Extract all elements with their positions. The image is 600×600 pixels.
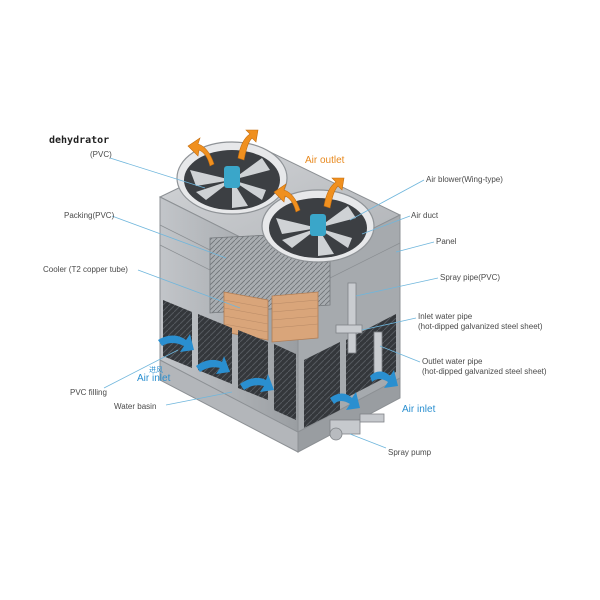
- label-packing: Packing(PVC): [64, 211, 115, 220]
- label-outlet-pipe-sub: (hot-dipped galvanized steel sheet): [422, 367, 547, 376]
- label-air-inlet-cn: 进风: [149, 367, 163, 374]
- air-outlet-arrow: [237, 129, 259, 161]
- air-outlet-arrow: [187, 137, 215, 167]
- label-water-basin: Water basin: [114, 402, 157, 411]
- leader-cooler: [137, 269, 241, 309]
- air-inlet-arrow: [370, 370, 398, 388]
- outlet-water-pipe: [373, 331, 383, 379]
- leader-water-basin: [165, 391, 233, 406]
- inlet-water-pipe: [335, 324, 363, 334]
- air-outlet-arrows: [187, 129, 345, 213]
- spray-pipe: [347, 282, 357, 354]
- leader-dehydrator: [109, 157, 206, 189]
- leader-outlet-pipe: [379, 345, 421, 363]
- air-outlet-arrow: [323, 177, 345, 209]
- pvc-filling-louver-5: [304, 342, 340, 428]
- label-air-duct: Air duct: [411, 211, 439, 220]
- leader-air-blower: [349, 179, 425, 221]
- leader-air-duct: [361, 215, 411, 235]
- label-inlet-pipe: Inlet water pipe: [418, 312, 473, 321]
- label-spray-pump: Spray pump: [388, 448, 432, 457]
- spray-pump: [329, 413, 385, 441]
- label-inlet-pipe-sub: (hot-dipped galvanized steel sheet): [418, 322, 543, 331]
- cooler-coil-right: [271, 291, 319, 343]
- water-basin-band-right: [297, 377, 401, 453]
- label-air-outlet: Air outlet: [305, 155, 345, 166]
- fan-hub: [310, 214, 326, 236]
- label-air-inlet-left: Air inlet: [137, 373, 171, 384]
- leader-spray-pump: [349, 433, 387, 449]
- coil-tubes: [223, 299, 319, 333]
- air-inlet-arrow: [158, 334, 194, 352]
- fan-hub: [224, 166, 240, 188]
- label-dehydrator: dehydrator: [49, 135, 110, 146]
- air-inlet-arrows: [158, 334, 398, 410]
- air-inlet-arrow: [196, 356, 230, 374]
- leader-lines: [103, 157, 439, 449]
- label-dehydrator-sub: (PVC): [90, 150, 112, 159]
- leader-packing: [111, 215, 227, 259]
- air-inlet-arrow: [330, 392, 360, 410]
- pvc-filling-louver-4: [274, 344, 296, 420]
- air-outlet-arrow: [273, 183, 301, 213]
- label-cooler: Cooler (T2 copper tube): [43, 265, 128, 274]
- fan-right: [261, 189, 375, 263]
- label-air-blower: Air blower(Wing-type): [426, 175, 503, 184]
- air-inlet-arrow: [240, 374, 274, 392]
- leader-pvc-filling: [103, 349, 179, 389]
- label-outlet-pipe: Outlet water pipe: [422, 357, 483, 366]
- label-panel: Panel: [436, 237, 457, 246]
- fan-left: [176, 141, 288, 215]
- pvc-filling-louver-1: [163, 300, 192, 368]
- tower-body: [158, 147, 402, 453]
- label-pvc-filling: PVC filling: [70, 388, 107, 397]
- label-air-inlet-right: Air inlet: [402, 404, 436, 415]
- leader-panel: [395, 241, 435, 253]
- leader-inlet-pipe: [361, 317, 417, 331]
- leader-spray-pipe: [355, 277, 439, 297]
- cooler-coil-left: [223, 291, 269, 341]
- label-spray-pipe: Spray pipe(PVC): [440, 273, 501, 282]
